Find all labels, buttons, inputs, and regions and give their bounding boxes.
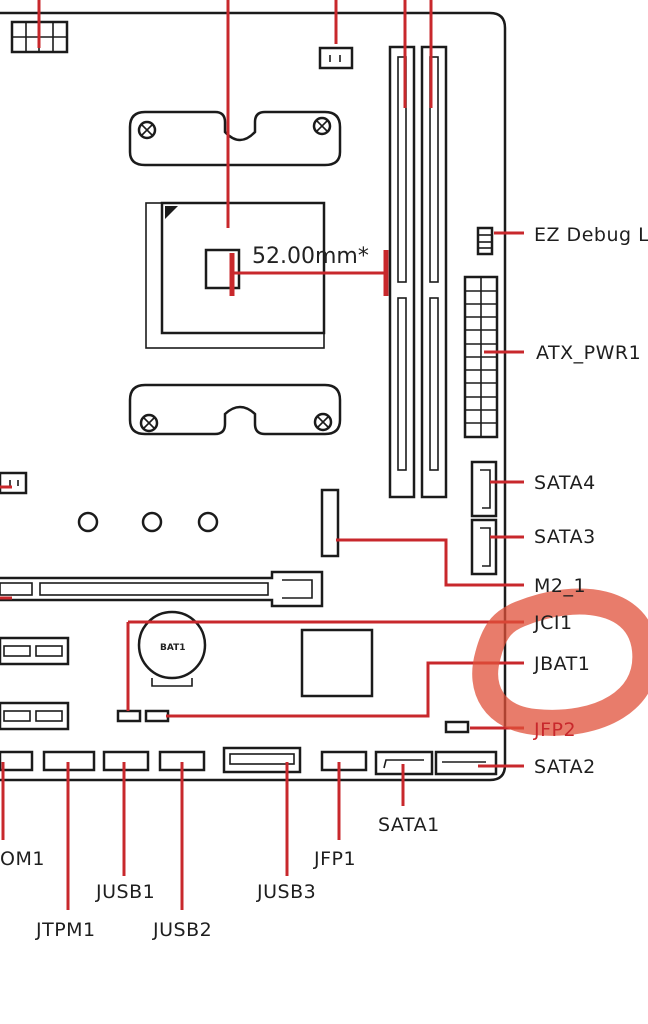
pcie-x1-slots bbox=[0, 636, 70, 731]
label-sata1: SATA1 bbox=[378, 814, 440, 836]
sata1-port bbox=[374, 750, 434, 806]
jci1-header bbox=[116, 620, 524, 723]
sata3-port bbox=[470, 518, 524, 576]
label-jusb3: JUSB3 bbox=[256, 881, 316, 903]
dimension-label: 52.00mm* bbox=[252, 244, 369, 269]
dimm-slots bbox=[388, 0, 448, 499]
cmos-battery: BAT1 bbox=[137, 610, 207, 687]
sata4-port bbox=[470, 460, 524, 518]
label-jci1: JCI1 bbox=[533, 612, 573, 634]
label-atx-pwr1: ATX_PWR1 bbox=[536, 342, 641, 364]
jbat1-header bbox=[144, 661, 524, 723]
label-jusb1: JUSB1 bbox=[95, 881, 155, 903]
sata2-port bbox=[434, 750, 524, 776]
jusb1-header bbox=[102, 750, 150, 876]
cpu-dimension: 52.00mm* bbox=[229, 244, 389, 296]
m2-slot bbox=[320, 488, 524, 587]
label-m2-1: M2_1 bbox=[534, 575, 586, 597]
label-jusb2: JUSB2 bbox=[152, 919, 212, 941]
jusb3-header bbox=[222, 746, 302, 876]
label-ez-debug: EZ Debug LE bbox=[534, 224, 648, 246]
cpu-fan-header bbox=[318, 0, 354, 70]
label-jbat1: JBAT1 bbox=[533, 653, 590, 675]
battery-label: BAT1 bbox=[160, 643, 186, 653]
label-jfp2: JFP2 bbox=[533, 719, 576, 741]
cooler-bracket-top bbox=[128, 110, 342, 167]
highlight-circle-marking bbox=[472, 588, 648, 736]
label-sata3: SATA3 bbox=[534, 526, 596, 548]
label-jtpm1: JTPM1 bbox=[35, 919, 96, 941]
mounting-holes bbox=[77, 511, 219, 533]
sys-fan-header bbox=[0, 471, 28, 495]
ez-debug-led bbox=[476, 226, 524, 256]
jfp1-header bbox=[320, 750, 368, 840]
label-jfp1: JFP1 bbox=[313, 848, 356, 870]
pcie-x16-slot bbox=[0, 570, 324, 608]
board-outline bbox=[0, 11, 507, 782]
atx-power-connector bbox=[463, 275, 524, 439]
com1-header bbox=[0, 750, 34, 840]
label-sata4: SATA4 bbox=[534, 472, 596, 494]
jusb2-header bbox=[158, 750, 206, 910]
cooler-bracket-bottom bbox=[128, 383, 342, 436]
cpu-power-connector bbox=[10, 0, 69, 54]
label-com1: OM1 bbox=[0, 848, 45, 870]
cpu-socket bbox=[145, 0, 326, 349]
jtpm1-header bbox=[42, 750, 96, 910]
label-sata2: SATA2 bbox=[534, 756, 596, 778]
chipset bbox=[300, 628, 374, 698]
